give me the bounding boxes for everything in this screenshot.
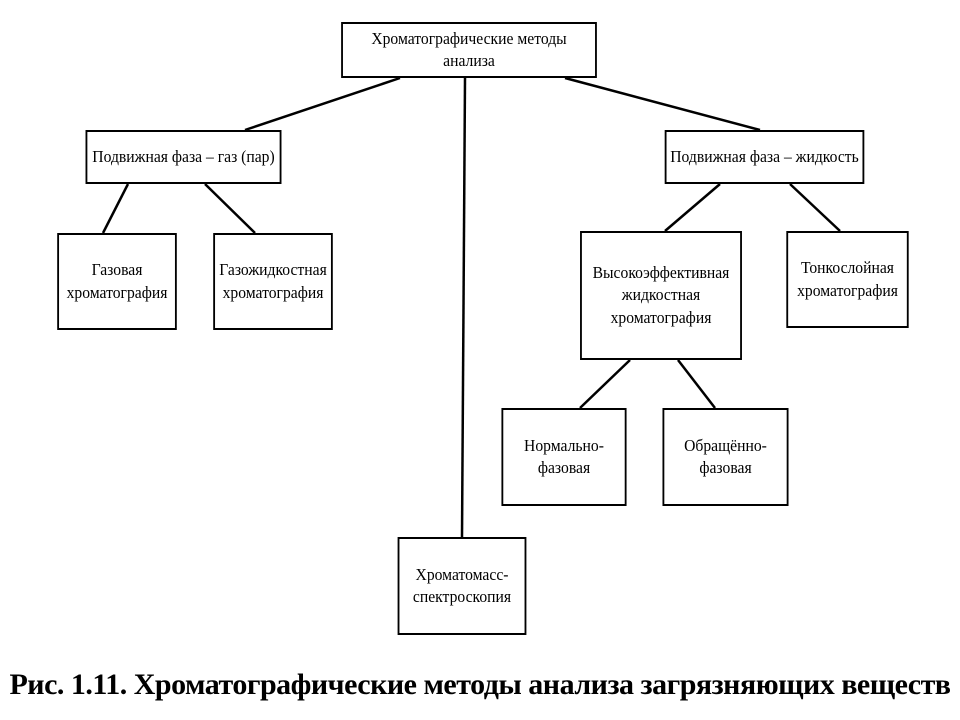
chromato-mass-node: Хроматомасс- спектроскопия — [397, 537, 527, 635]
connector-root-chromato-mass — [460, 77, 467, 538]
connector-gas-gaschrom — [101, 183, 130, 234]
gas-liquid-chromatography-node: Газожидкостная хроматография — [213, 233, 333, 330]
figure-caption: Рис. 1.11. Хроматографические методы ана… — [9, 668, 951, 701]
connector-liquid-thinlayer — [789, 183, 841, 232]
connector-gas-gasliquid — [204, 183, 256, 234]
connector-liquid-hplc — [664, 183, 721, 232]
gas-phase-node: Подвижная фаза – газ (пар) — [85, 130, 282, 184]
connector-hplc-reversed — [677, 359, 716, 409]
root-node: Хроматографические методы анализа — [341, 22, 597, 78]
thin-layer-node: Тонкослойная хроматография — [786, 231, 909, 328]
connector-root-liquid — [564, 76, 761, 132]
hplc-node: Высокоэффективная жидкостная хроматограф… — [580, 231, 742, 360]
connector-root-gas — [244, 76, 401, 132]
reversed-phase-node: Обращённо- фазовая — [662, 408, 789, 506]
liquid-phase-node: Подвижная фаза – жидкость — [664, 130, 865, 184]
gas-chromatography-node: Газовая хроматография — [57, 233, 177, 330]
connector-hplc-normal — [579, 359, 631, 409]
normal-phase-node: Нормально- фазовая — [501, 408, 627, 506]
